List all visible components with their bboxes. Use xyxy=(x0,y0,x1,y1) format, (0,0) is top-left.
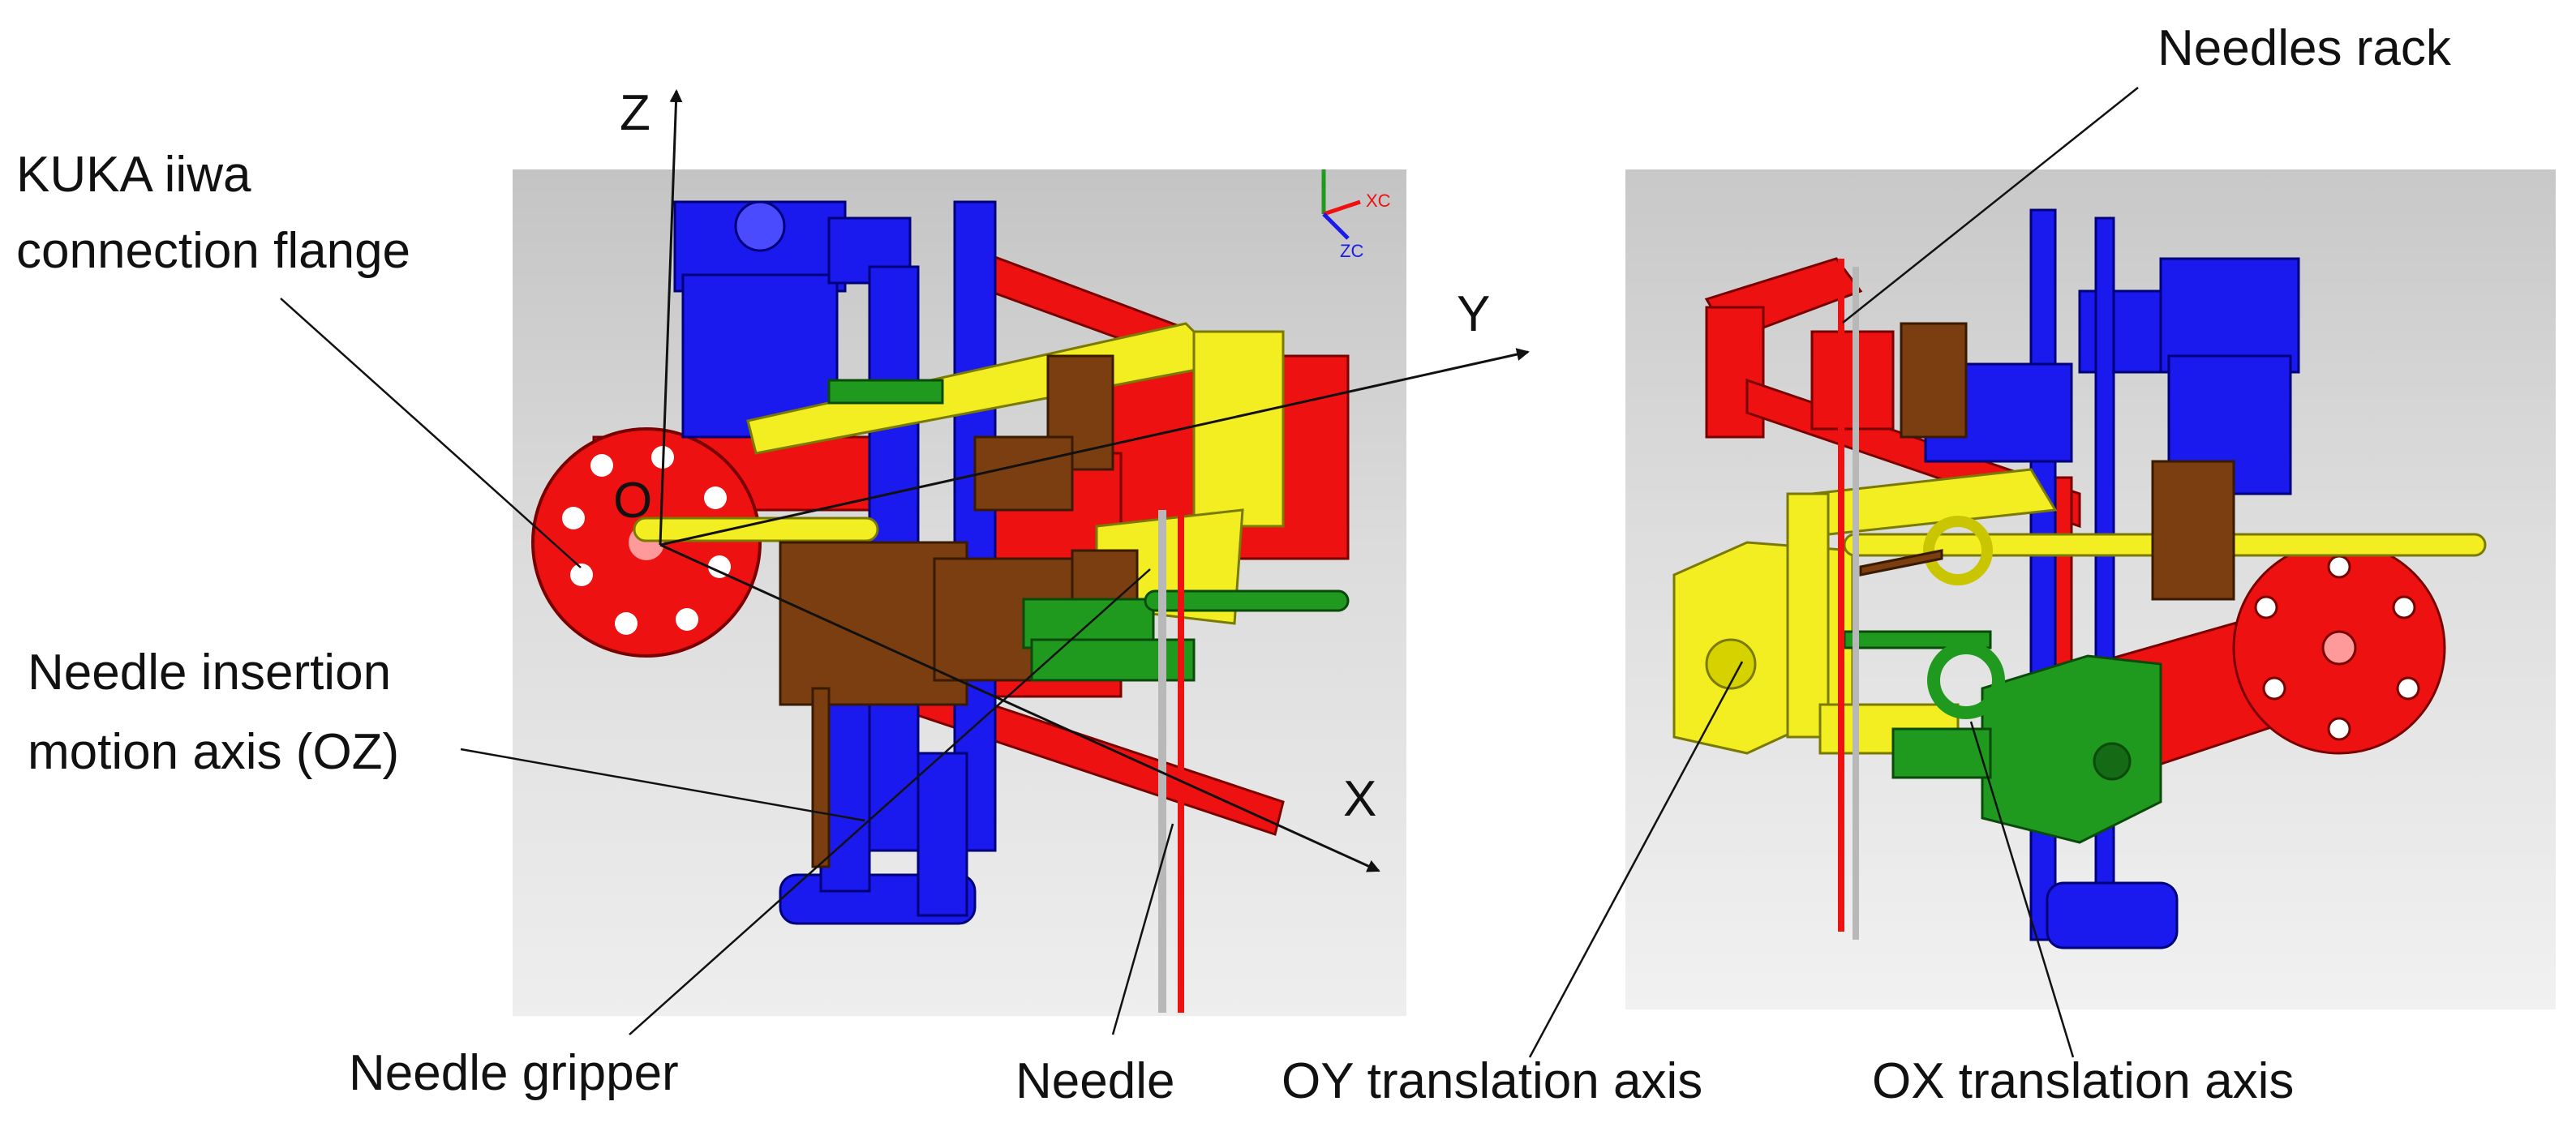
x-axis-label: X xyxy=(1343,771,1377,827)
right-brown-motor xyxy=(1859,322,2235,601)
right-render-panel xyxy=(1625,169,2556,1009)
leader-oy-translation xyxy=(1528,661,1744,1058)
needle-insertion-label-line1: Needle insertion xyxy=(28,645,392,701)
needles xyxy=(1158,510,1184,1013)
coordinate-triad: XC ZC xyxy=(1321,169,1391,261)
ox-translation-label: OX translation axis xyxy=(1872,1053,2295,1109)
triad-x-label: XC xyxy=(1366,191,1391,211)
needle-label: Needle xyxy=(1015,1053,1175,1109)
right-green-motor xyxy=(1843,630,2162,844)
oy-translation-label: OY translation axis xyxy=(1282,1053,1703,1109)
y-axis-label: Y xyxy=(1457,286,1491,342)
coordinate-axes xyxy=(659,89,1530,872)
needles-rack-label: Needles rack xyxy=(2157,20,2451,76)
left-render-panel: XC ZC xyxy=(513,169,1406,1016)
needle-gripper-label: Needle gripper xyxy=(349,1045,679,1101)
right-robot-render xyxy=(1672,208,2487,949)
triad-z-label: ZC xyxy=(1340,241,1363,261)
z-axis-arrow xyxy=(659,89,683,546)
leader-needle-gripper xyxy=(629,568,1151,1035)
leader-lines xyxy=(280,87,2139,1058)
leader-needle-insertion xyxy=(460,748,865,822)
origin-label: O xyxy=(613,473,653,529)
y-axis-arrow xyxy=(659,348,1530,546)
x-axis-arrow xyxy=(659,543,1380,872)
leader-needles-rack xyxy=(1842,87,2139,324)
right-needles xyxy=(1838,259,1859,940)
left-robot-render: XC ZC xyxy=(531,169,1391,1013)
blue-motor xyxy=(673,200,997,925)
kuka-flange-label-line2: connection flange xyxy=(16,223,411,279)
leader-ox-translation xyxy=(1969,721,2075,1058)
z-axis-label: Z xyxy=(620,85,650,141)
leader-needle xyxy=(1111,823,1174,1035)
needle-insertion-label-line2: motion axis (OZ) xyxy=(28,724,400,780)
kuka-flange-label-line1: KUKA iiwa xyxy=(16,147,251,203)
leader-kuka-flange xyxy=(280,298,582,568)
